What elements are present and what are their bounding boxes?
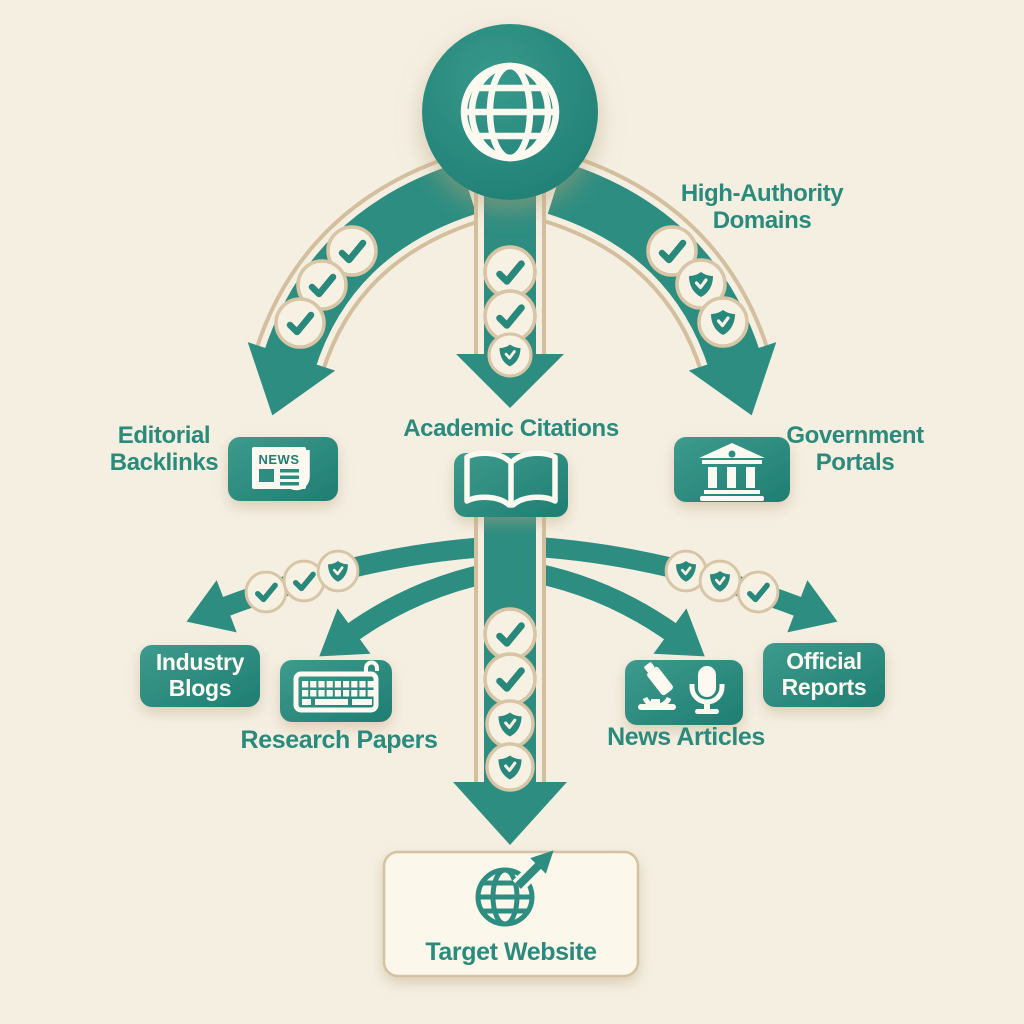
node-industry-blogs [140, 645, 260, 707]
node-editorial-backlinks: NEWS [228, 437, 338, 501]
shield-badge-icon [697, 296, 749, 348]
research-papers-label: Research Papers [219, 726, 459, 755]
shield-badge-icon [316, 549, 360, 593]
node-government-portals [674, 437, 790, 502]
industry-blogs-label: Industry Blogs [140, 645, 260, 707]
source-label-line1: High-Authority [680, 180, 844, 207]
government-label-line2: Portals [815, 449, 895, 477]
globe-growth-icon [475, 850, 554, 927]
academic-citations-label: Academic Citations [351, 415, 671, 442]
source-label-line2: Domains [712, 207, 812, 235]
industry-label-line1: Industry [155, 649, 245, 676]
check-badge-icon [246, 572, 286, 612]
academic-label-line1: Academic Citations [403, 415, 619, 442]
shield-badge-icon [698, 559, 742, 603]
shield-badge-icon [485, 742, 535, 792]
newspaper-icon: NEWS [252, 447, 310, 491]
editorial-label-line2: Backlinks [109, 449, 219, 477]
news-articles-label-line1: News Articles [607, 723, 765, 751]
source-node-label: High-Authority Domains [632, 180, 892, 235]
government-portals-label: Government Portals [735, 422, 975, 477]
check-badge-icon [738, 572, 778, 612]
arrow-to-editorial-backlinks [247, 152, 480, 416]
shield-badge-icon [485, 699, 535, 749]
check-badge-icon [485, 609, 535, 659]
check-badge-icon [276, 299, 324, 347]
target-label-line1: Target Website [425, 938, 597, 966]
target-website-label: Target Website [391, 938, 631, 967]
editorial-label-line1: Editorial [117, 422, 211, 449]
node-news-articles [625, 660, 743, 725]
open-book-icon [464, 450, 558, 508]
official-label-line1: Official [786, 648, 862, 675]
target-website-card [382, 850, 640, 978]
bank-icon [699, 443, 765, 501]
node-academic-citations [454, 450, 568, 517]
editorial-backlinks-label: Editorial Backlinks [44, 422, 284, 477]
globe-icon [460, 62, 560, 162]
check-badge-icon [485, 654, 535, 704]
official-reports-label: Official Reports [763, 643, 885, 707]
official-label-line2: Reports [781, 674, 867, 700]
government-label-line1: Government [786, 422, 924, 449]
industry-label-line2: Blogs [168, 675, 232, 701]
research-label-line1: Research Papers [240, 726, 438, 754]
news-articles-label: News Articles [566, 723, 806, 752]
shield-badge-icon [487, 332, 533, 378]
newspaper-icon-text: NEWS [259, 452, 300, 467]
node-research-papers [280, 660, 392, 722]
source-node [422, 24, 598, 200]
node-official-reports [763, 643, 885, 707]
keyboard-icon [293, 660, 379, 713]
microscope-microphone-icon [638, 662, 725, 714]
